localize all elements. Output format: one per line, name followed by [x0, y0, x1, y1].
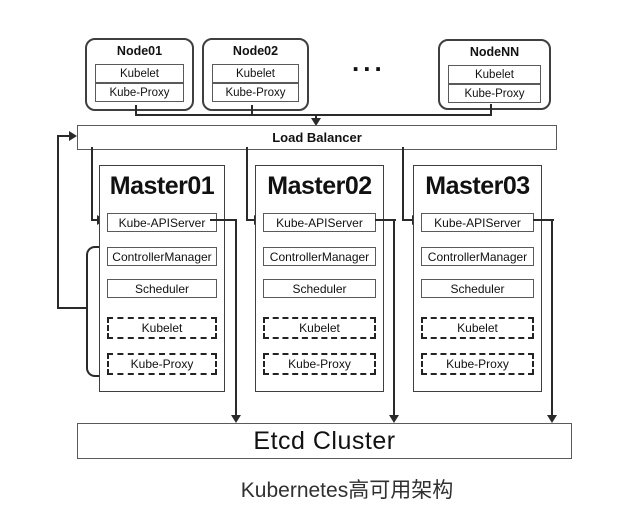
connector-nodes-collector — [135, 114, 492, 116]
node-title: Node02 — [232, 44, 279, 58]
connector-apiserver03-to-etcd — [551, 219, 553, 416]
connector-lb-to-master01 — [91, 147, 93, 221]
arrowhead-into-lb-left — [69, 131, 77, 141]
component-kubelet-dashed: Kubelet — [421, 317, 534, 339]
arrowhead-into-lb-top — [311, 118, 321, 126]
node-component-kubelet: Kubelet — [212, 64, 299, 83]
etcd-cluster-box: Etcd Cluster — [77, 423, 572, 459]
component-kube-apiserver: Kube-APIServer — [263, 213, 376, 232]
master-box-master01: Master01 Kube-APIServer ControllerManage… — [99, 165, 225, 392]
connector-apiserver02-to-etcd — [393, 219, 395, 416]
component-controllermanager: ControllerManager — [263, 247, 376, 266]
master-title: Master02 — [267, 172, 372, 200]
connector-nodenn-drop — [490, 104, 492, 116]
connector-node02-drop — [251, 105, 253, 116]
connector-node01-drop — [135, 105, 137, 116]
connector-apiserver01-out — [210, 219, 237, 221]
connector-lb-to-master02 — [246, 147, 248, 221]
component-controllermanager: ControllerManager — [421, 247, 534, 266]
caption-title: Kubernetes高可用架构 — [240, 479, 454, 502]
master-title: Master01 — [109, 172, 215, 200]
component-kube-proxy-dashed: Kube-Proxy — [107, 353, 217, 375]
node-box-node02: Node02 Kubelet Kube-Proxy — [202, 38, 309, 111]
component-scheduler: Scheduler — [421, 279, 534, 298]
component-kubelet-dashed: Kubelet — [107, 317, 217, 339]
connector-lb-to-master01-arm — [91, 219, 99, 221]
connector-feedback-top — [57, 135, 70, 137]
node-component-kubelet: Kubelet — [95, 64, 184, 83]
node-title: NodeNN — [469, 45, 520, 59]
load-balancer-box: Load Balancer — [77, 125, 557, 150]
component-scheduler: Scheduler — [107, 279, 217, 298]
connector-lb-to-master03-arm — [402, 219, 414, 221]
node-component-kube-proxy: Kube-Proxy — [448, 84, 541, 103]
arrowhead-into-etcd-1 — [231, 415, 241, 423]
connector-feedback-bottom — [57, 307, 87, 309]
node-component-kubelet: Kubelet — [448, 65, 541, 84]
component-kube-proxy-dashed: Kube-Proxy — [421, 353, 534, 375]
component-kubelet-dashed: Kubelet — [263, 317, 376, 339]
node-title: Node01 — [116, 44, 163, 58]
arrowhead-into-etcd-3 — [547, 415, 557, 423]
node-box-node01: Node01 Kubelet Kube-Proxy — [85, 38, 194, 111]
master-box-master03: Master03 Kube-APIServer ControllerManage… — [413, 165, 542, 392]
ellipsis-dots: ... — [352, 47, 386, 77]
master-title: Master03 — [425, 172, 530, 200]
connector-apiserver03-out — [533, 219, 554, 221]
component-kube-apiserver: Kube-APIServer — [107, 213, 217, 232]
master-box-master02: Master02 Kube-APIServer ControllerManage… — [255, 165, 384, 392]
node-component-kube-proxy: Kube-Proxy — [212, 83, 299, 102]
arrowhead-into-etcd-2 — [389, 415, 399, 423]
component-kube-apiserver: Kube-APIServer — [421, 213, 534, 232]
node-component-kube-proxy: Kube-Proxy — [95, 83, 184, 102]
connector-feedback-vertical — [57, 135, 59, 309]
component-scheduler: Scheduler — [263, 279, 376, 298]
component-controllermanager: ControllerManager — [107, 247, 217, 266]
connector-lb-to-master03 — [402, 147, 404, 221]
node-box-nodenn: NodeNN Kubelet Kube-Proxy — [438, 39, 551, 110]
component-kube-proxy-dashed: Kube-Proxy — [263, 353, 376, 375]
connector-lb-to-master02-arm — [246, 219, 256, 221]
connector-apiserver01-to-etcd — [235, 219, 237, 416]
bracket-master01-components — [86, 246, 100, 377]
connector-apiserver02-out — [375, 219, 396, 221]
connector-to-lb-stem — [315, 114, 317, 120]
